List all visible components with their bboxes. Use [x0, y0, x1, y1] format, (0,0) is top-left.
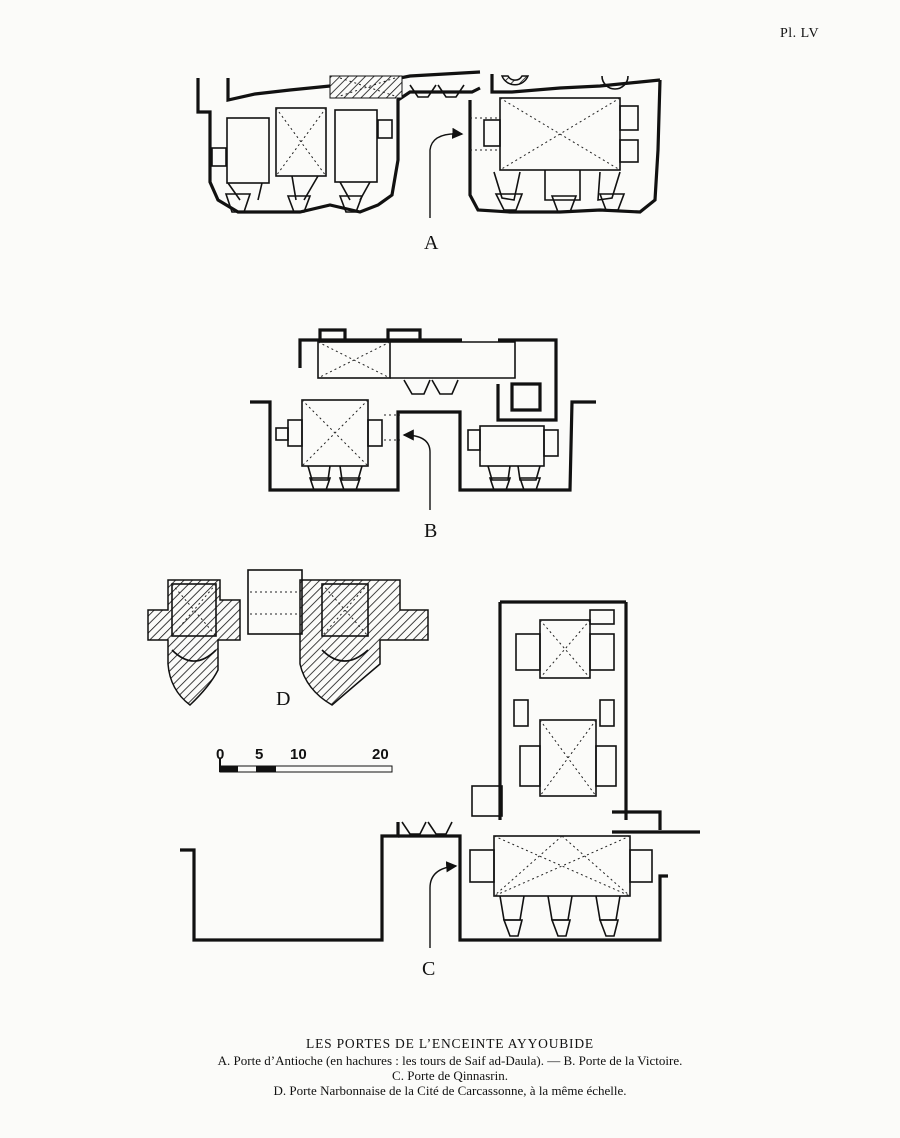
scale-bar	[219, 758, 393, 773]
scale-tick-label: 0	[216, 746, 225, 763]
plan-c	[180, 600, 700, 948]
caption-title: LES PORTES DE L’ENCEINTE AYYOUBIDE	[306, 1036, 594, 1051]
plate-number: Pl. LV	[780, 26, 820, 41]
caption-line: D. Porte Narbonnaise de la Cité de Carca…	[273, 1083, 627, 1098]
scale-tick-label: 10	[290, 746, 307, 763]
plate-caption: LES PORTES DE L’ENCEINTE AYYOUBIDE A. Po…	[0, 1036, 900, 1098]
caption-line: C. Porte de Qinnasrin.	[392, 1068, 508, 1083]
figure-label-b: B	[424, 520, 438, 542]
figure-label-a: A	[424, 232, 439, 254]
plan-b	[250, 328, 596, 510]
figure-label-d: D	[276, 688, 291, 710]
plan-a	[196, 70, 662, 218]
plan-d	[147, 569, 429, 706]
figure-label-c: C	[422, 958, 436, 980]
gate-plans-drawing	[147, 70, 700, 948]
scale-tick-label: 20	[372, 746, 389, 763]
caption-line: A. Porte d’Antioche (en hachures : les t…	[217, 1053, 683, 1068]
scale-tick-label: 5	[255, 746, 264, 763]
